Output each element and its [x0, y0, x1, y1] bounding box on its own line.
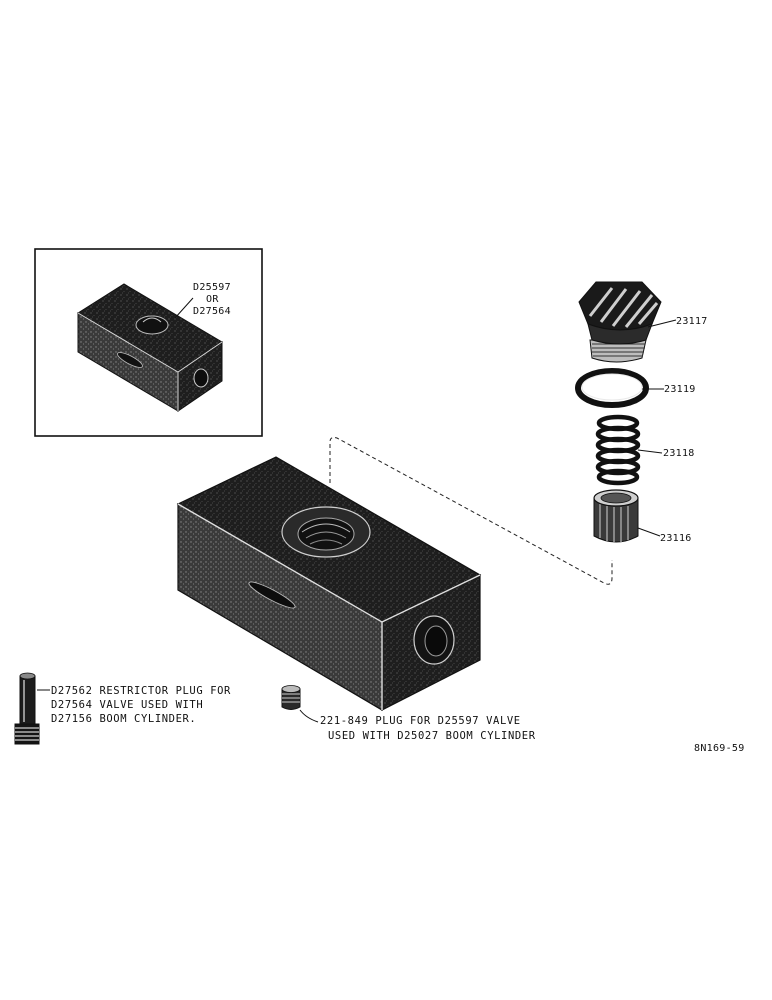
o-ring-part — [575, 368, 649, 408]
hex-plug-part — [578, 281, 662, 363]
inset-valve-block — [77, 283, 223, 412]
inset-or-text: OR — [206, 294, 219, 305]
restrictor-note-line-1: D27562 RESTRICTOR PLUG FOR — [51, 685, 231, 697]
plug-note-line-1: 221-849 PLUG FOR D25597 VALVE — [320, 715, 521, 727]
callout-23116: 23116 — [660, 533, 692, 544]
small-plug-leader — [299, 709, 319, 723]
side-slot — [248, 581, 296, 609]
callout-leaders — [637, 319, 677, 537]
inset-part-number-1: D25597 — [193, 282, 231, 293]
inset-leader-line — [174, 297, 194, 319]
top-port — [281, 506, 371, 558]
callout-23119: 23119 — [664, 384, 696, 395]
plug-note-line-2: USED WITH D25027 BOOM CYLINDER — [328, 730, 536, 742]
main-valve-block — [176, 456, 482, 712]
inset-part-number-2: D27564 — [193, 306, 231, 317]
sleeve-part — [593, 489, 639, 543]
figure-code: 8N169-59 — [694, 743, 745, 754]
restrictor-note-line-2: D27564 VALVE USED WITH — [51, 699, 204, 711]
restrictor-plug-part — [14, 672, 50, 745]
small-plug-part — [281, 685, 319, 723]
spring-part — [595, 414, 641, 486]
end-port — [413, 615, 455, 665]
callout-23117: 23117 — [676, 316, 708, 327]
inset-panel — [34, 248, 263, 437]
callout-23118: 23118 — [663, 448, 695, 459]
restrictor-note-line-3: D27156 BOOM CYLINDER. — [51, 713, 197, 725]
assembly-dashed-line — [329, 437, 613, 585]
